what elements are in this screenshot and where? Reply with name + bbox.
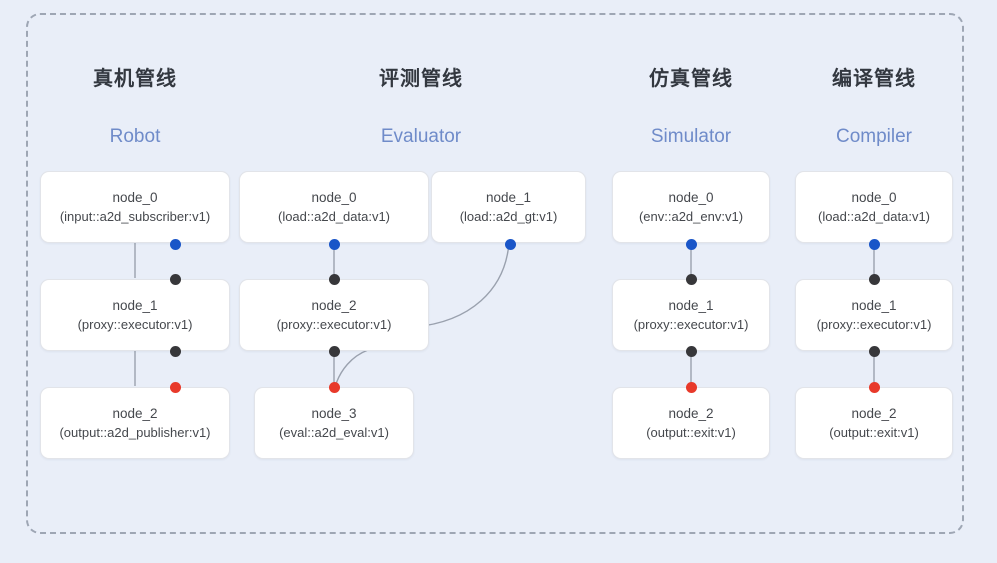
- port-dot-relay-in: [869, 274, 880, 285]
- port-dot-source: [505, 239, 516, 250]
- node-robot-1[interactable]: node_1 (proxy::executor:v1): [40, 274, 230, 357]
- column-title-cn-evaluator: 评测管线: [379, 68, 463, 90]
- column-title-cn-compiler: 编译管线: [832, 68, 916, 90]
- node-label-name: node_0: [668, 190, 714, 205]
- node-robot-2[interactable]: node_2 (output::a2d_publisher:v1): [40, 382, 230, 459]
- node-label-type: (load::a2d_gt:v1): [459, 209, 558, 224]
- node-label-name: node_2: [311, 298, 357, 313]
- node-simulator-2[interactable]: node_2 (output::exit:v1): [612, 382, 770, 459]
- node-label-type: (eval::a2d_eval:v1): [279, 425, 389, 440]
- node-label-name: node_3: [311, 406, 357, 421]
- node-label-type: (output::a2d_publisher:v1): [59, 425, 211, 440]
- port-dot-source: [329, 239, 340, 250]
- node-label-type: (proxy::executor:v1): [276, 317, 392, 332]
- node-label-name: node_1: [851, 298, 897, 313]
- port-dot-relay-out: [869, 346, 880, 357]
- port-dot-relay-out: [329, 346, 340, 357]
- node-label-name: node_1: [485, 190, 532, 205]
- port-dot-relay-in: [170, 274, 181, 285]
- port-dot-source: [869, 239, 880, 250]
- node-label-type: (proxy::executor:v1): [633, 317, 749, 332]
- node-label-name: node_1: [112, 298, 158, 313]
- column-title-cn-robot: 真机管线: [93, 68, 177, 90]
- node-compiler-1[interactable]: node_1 (proxy::executor:v1): [795, 274, 953, 357]
- node-label-type: (env::a2d_env:v1): [638, 209, 744, 224]
- node-evaluator-2[interactable]: node_2 (proxy::executor:v1): [239, 274, 429, 357]
- node-label-name: node_2: [668, 406, 714, 421]
- node-label-type: (load::a2d_data:v1): [277, 209, 391, 224]
- node-robot-0[interactable]: node_0 (input::a2d_subscriber:v1): [40, 171, 230, 250]
- port-dot-relay-out: [170, 346, 181, 357]
- node-label-name: node_2: [851, 406, 897, 421]
- node-label-type: (input::a2d_subscriber:v1): [59, 209, 211, 224]
- node-compiler-2[interactable]: node_2 (output::exit:v1): [795, 382, 953, 459]
- port-dot-relay-in: [329, 274, 340, 285]
- node-compiler-0[interactable]: node_0 (load::a2d_data:v1): [795, 171, 953, 250]
- node-label-name: node_1: [668, 298, 714, 313]
- node-label-type: (output::exit:v1): [646, 425, 736, 440]
- node-evaluator-0[interactable]: node_0 (load::a2d_data:v1): [239, 171, 429, 250]
- column-title-en-compiler: Compiler: [835, 126, 913, 147]
- node-simulator-1[interactable]: node_1 (proxy::executor:v1): [612, 274, 770, 357]
- port-dot-sink: [686, 382, 697, 393]
- node-evaluator-1[interactable]: node_1 (load::a2d_gt:v1): [431, 171, 586, 250]
- node-label-name: node_0: [311, 190, 357, 205]
- node-label-type: (proxy::executor:v1): [816, 317, 932, 332]
- node-evaluator-3[interactable]: node_3 (eval::a2d_eval:v1): [254, 382, 414, 459]
- node-label-type: (load::a2d_data:v1): [817, 209, 931, 224]
- node-label-type: (proxy::executor:v1): [77, 317, 193, 332]
- column-title-cn-simulator: 仿真管线: [649, 68, 733, 90]
- port-dot-sink: [329, 382, 340, 393]
- column-title-en-robot: Robot: [109, 126, 161, 147]
- node-simulator-0[interactable]: node_0 (env::a2d_env:v1): [612, 171, 770, 250]
- node-label-name: node_2: [112, 406, 158, 421]
- port-dot-relay-in: [686, 274, 697, 285]
- column-title-en-evaluator: Evaluator: [380, 126, 462, 147]
- column-title-en-simulator: Simulator: [650, 126, 732, 147]
- port-dot-source: [170, 239, 181, 250]
- port-dot-sink: [170, 382, 181, 393]
- node-label-name: node_0: [851, 190, 897, 205]
- port-dot-relay-out: [686, 346, 697, 357]
- node-label-type: (output::exit:v1): [829, 425, 919, 440]
- port-dot-source: [686, 239, 697, 250]
- dashed-container-frame: [26, 13, 964, 534]
- node-label-name: node_0: [112, 190, 158, 205]
- port-dot-sink: [869, 382, 880, 393]
